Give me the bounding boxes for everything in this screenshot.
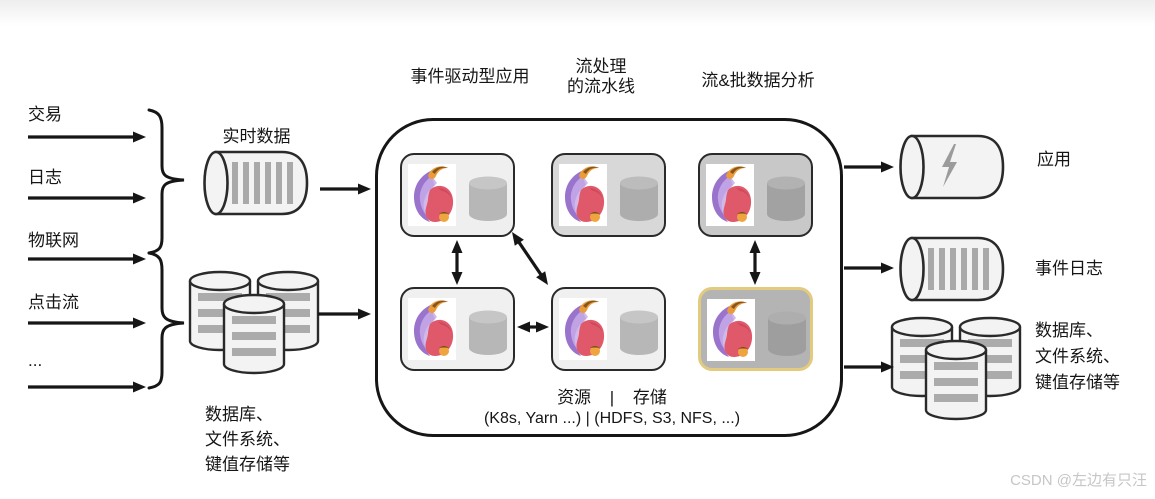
flink-squirrel-icon — [706, 164, 754, 226]
storage-cylinder-icon — [469, 176, 507, 221]
flink-node-event-driven-top — [400, 153, 515, 237]
source-label-logs: 日志 — [28, 168, 62, 187]
header-event-driven-apps: 事件驱动型应用 — [380, 67, 560, 87]
source-label-ellipsis: ... — [28, 351, 43, 370]
flink-node-analytics-top — [698, 153, 813, 237]
flink-squirrel-icon — [408, 298, 456, 360]
arrow-head — [133, 253, 146, 265]
arrow-head — [133, 381, 146, 393]
output-storage-line-2: 文件系统、 — [1035, 347, 1120, 366]
app-cylinder-icon — [899, 134, 1005, 200]
input-database-stack-icon — [188, 270, 320, 375]
output-storage-line-1: 数据库、 — [1035, 321, 1103, 340]
flink-squirrel-icon — [559, 164, 607, 226]
storage-cylinder-icon — [620, 310, 658, 355]
input-storage-line-1: 数据库、 — [205, 405, 273, 424]
header-stream-pipelines-line-1: 流处理 — [575, 57, 627, 76]
flink-squirrel-icon — [408, 164, 456, 226]
arrow-head — [358, 308, 371, 320]
source-label-transactions: 交易 — [28, 105, 62, 124]
source-label-iot: 物联网 — [28, 231, 79, 250]
flink-squirrel-icon — [559, 298, 607, 360]
arrow-head — [133, 317, 146, 329]
event-log-cylinder-icon — [899, 236, 1005, 302]
output-event-log-label: 事件日志 — [1035, 259, 1103, 278]
csdn-watermark: CSDN @左边有只汪 — [1010, 472, 1147, 489]
brace-top — [147, 108, 185, 255]
flink-node-analytics-bottom-highlighted — [698, 287, 813, 371]
flink-squirrel-icon — [707, 299, 755, 361]
arrow-head — [133, 192, 146, 204]
flink-node-pipeline-bottom — [551, 287, 666, 371]
header-event-driven-apps-text: 事件驱动型应用 — [410, 67, 530, 86]
input-storage-label: 数据库、 文件系统、 键值存储等 — [205, 402, 290, 477]
output-database-stack-icon — [890, 316, 1022, 421]
input-storage-line-2: 文件系统、 — [205, 430, 290, 449]
arrow-head — [358, 183, 371, 195]
storage-cylinder-icon — [469, 310, 507, 355]
output-app-label: 应用 — [1037, 150, 1071, 169]
k8s-yarn-hdfs-label: (K8s, Yarn ...) | (HDFS, S3, NFS, ...) — [483, 410, 741, 427]
header-stream-pipelines-line-2: 的流水线 — [567, 77, 635, 96]
realtime-data-label: 实时数据 — [222, 127, 291, 146]
resources-storage-label: 资源 | 存储 — [557, 388, 667, 407]
lightning-icon — [942, 144, 957, 187]
realtime-stream-cylinder-icon — [203, 150, 309, 216]
top-gradient — [0, 0, 1155, 26]
input-storage-line-3: 键值存储等 — [205, 455, 290, 474]
arrow-head — [133, 131, 146, 143]
header-stream-batch-analytics-text: 流&批数据分析 — [701, 71, 815, 90]
storage-cylinder-icon — [768, 311, 806, 356]
flink-node-pipeline-top — [551, 153, 666, 237]
brace-bottom — [147, 251, 185, 390]
header-stream-pipelines: 流处理 的流水线 — [551, 57, 651, 97]
flink-node-event-driven-bottom — [400, 287, 515, 371]
arrow-head — [881, 161, 894, 173]
arrow-head — [881, 262, 894, 274]
output-storage-label: 数据库、 文件系统、 键值存储等 — [1035, 318, 1120, 396]
header-stream-batch-analytics: 流&批数据分析 — [683, 71, 833, 91]
output-storage-line-3: 键值存储等 — [1035, 373, 1120, 392]
cluster-footer: 资源 | 存储 (K8s, Yarn ...) | (HDFS, S3, NFS… — [442, 383, 782, 428]
storage-cylinder-icon — [767, 176, 805, 221]
source-label-clickstream: 点击流 — [28, 293, 79, 312]
storage-cylinder-icon — [620, 176, 658, 221]
